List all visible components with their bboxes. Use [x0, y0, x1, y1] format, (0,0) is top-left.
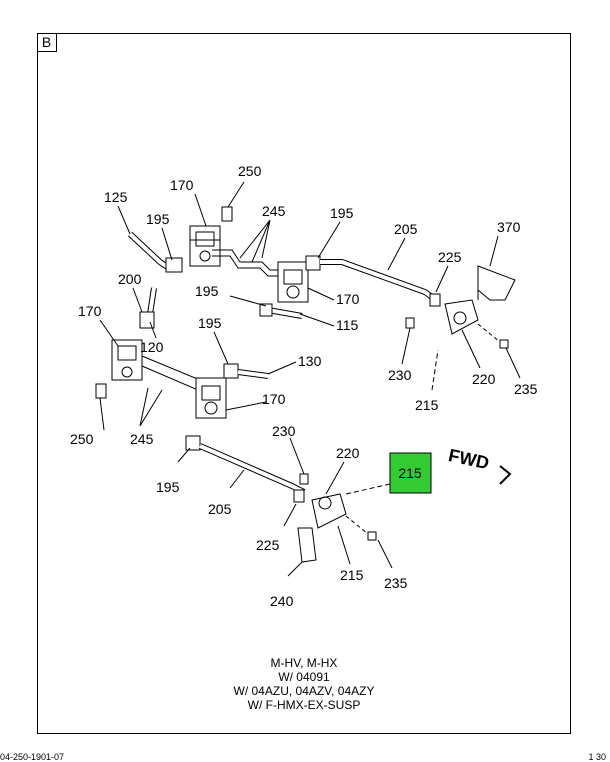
- bolt-235-lower: [367, 531, 377, 541]
- callout-235b: 235: [384, 575, 408, 591]
- fitting-230-upper: [405, 317, 415, 329]
- valve-170-lower-left: [111, 339, 143, 381]
- fwd-indicator: FWD: [447, 445, 512, 485]
- fitting-250-upper: [221, 206, 233, 222]
- callout-205a: 205: [394, 221, 418, 237]
- bolt-235-upper: [499, 339, 509, 349]
- callout-225b: 225: [256, 537, 280, 553]
- view-letter-box: B: [37, 33, 57, 52]
- callout-250b: 250: [70, 431, 94, 447]
- callout-120: 120: [140, 339, 164, 355]
- bracket-370: [477, 265, 516, 301]
- fitting-195-middle: [305, 255, 321, 271]
- note-line-1: M-HV, M-HX: [270, 656, 338, 670]
- note-line-2: W/ 04091: [278, 670, 330, 684]
- fitting-195-lower: [185, 435, 201, 451]
- valve-170-lower-right: [195, 377, 227, 419]
- callout-115: 115: [336, 317, 359, 333]
- valve-220-lower: [311, 493, 347, 529]
- note-line-4: W/ F-HMX-EX-SUSP: [247, 698, 361, 712]
- callout-245a: 245: [262, 203, 286, 219]
- fitting-225-upper: [429, 293, 441, 307]
- fitting-195-lower-mid: [259, 303, 273, 317]
- valve-170-upper: [189, 225, 221, 267]
- callout-215b: 215: [340, 567, 364, 583]
- callout-170d: 170: [262, 391, 286, 407]
- callout-195c: 195: [195, 283, 219, 299]
- tube-245-upper: [212, 249, 285, 271]
- bracket-240: [297, 527, 317, 563]
- fitting-195-upper-left: [165, 257, 183, 273]
- diagram-frame: [37, 33, 571, 734]
- fitting-225-lower: [293, 489, 305, 503]
- highlight-215-box: [389, 452, 432, 494]
- callout-370: 370: [497, 219, 521, 235]
- callout-230a: 230: [388, 367, 412, 383]
- callout-240: 240: [270, 593, 294, 609]
- callout-195e: 195: [156, 479, 180, 495]
- callout-125: 125: [104, 189, 128, 205]
- fwd-label: FWD: [447, 445, 491, 473]
- callout-220a: 220: [472, 371, 496, 387]
- callout-215a: 215: [415, 397, 439, 413]
- callout-195d: 195: [198, 315, 222, 331]
- footer-page-number: 1 30: [588, 752, 606, 762]
- fitting-250-lower: [95, 383, 107, 399]
- highlight-215-label[interactable]: 215: [398, 465, 422, 481]
- fitting-195-lower-right: [223, 363, 239, 379]
- fitting-200: [139, 311, 155, 329]
- callout-245b: 245: [130, 431, 154, 447]
- valve-220-upper: [444, 299, 479, 335]
- callout-250a: 250: [238, 163, 262, 179]
- callout-225a: 225: [438, 249, 462, 265]
- callout-170b: 170: [336, 291, 360, 307]
- callout-220b: 220: [336, 445, 360, 461]
- callout-170c: 170: [78, 303, 102, 319]
- callout-230b: 230: [272, 423, 296, 439]
- callout-130: 130: [298, 353, 322, 369]
- callout-205b: 205: [208, 501, 232, 517]
- note-line-3: W/ 04AZU, 04AZV, 04AZY: [233, 684, 375, 698]
- fwd-arrow-icon: [499, 465, 512, 485]
- footer-doc-number: 04-250-1901-07: [0, 752, 65, 762]
- callout-195a: 195: [146, 211, 170, 227]
- callout-235a: 235: [514, 381, 538, 397]
- callout-195b: 195: [330, 205, 354, 221]
- fitting-230-lower: [299, 473, 309, 485]
- valve-170-middle: [277, 261, 309, 303]
- callout-170a: 170: [170, 177, 194, 193]
- callout-200: 200: [118, 271, 142, 287]
